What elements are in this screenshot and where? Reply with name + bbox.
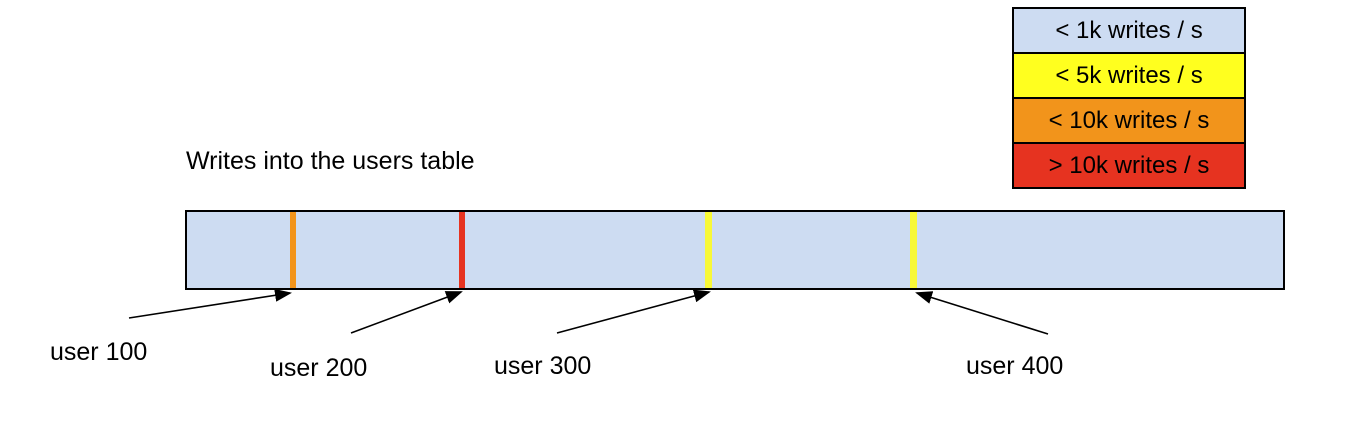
marker-label-user-200: user 200 — [270, 354, 368, 382]
marker-label-user-100: user 100 — [50, 338, 148, 366]
legend-item-under-10k: < 10k writes / s — [1012, 97, 1246, 144]
arrow-user-200 — [350, 291, 463, 334]
hotspot-stripe-user-400 — [910, 212, 917, 288]
diagram-title: Writes into the users table — [186, 147, 475, 175]
marker-label-user-400: user 400 — [966, 352, 1064, 380]
legend-item-under-5k: < 5k writes / s — [1012, 52, 1246, 99]
hotspot-stripe-user-300 — [705, 212, 712, 288]
arrow-user-400 — [915, 291, 1049, 335]
marker-label-user-300: user 300 — [494, 352, 592, 380]
users-table-keyrange-bar — [185, 210, 1285, 290]
legend-item-under-1k: < 1k writes / s — [1012, 7, 1246, 54]
legend-item-over-10k: > 10k writes / s — [1012, 142, 1246, 189]
legend: < 1k writes / s < 5k writes / s < 10k wr… — [1012, 7, 1246, 189]
arrow-user-300 — [556, 289, 711, 334]
hotspot-stripe-user-200 — [459, 212, 465, 288]
hotspot-stripe-user-100 — [290, 212, 296, 288]
arrow-user-100 — [128, 288, 292, 319]
